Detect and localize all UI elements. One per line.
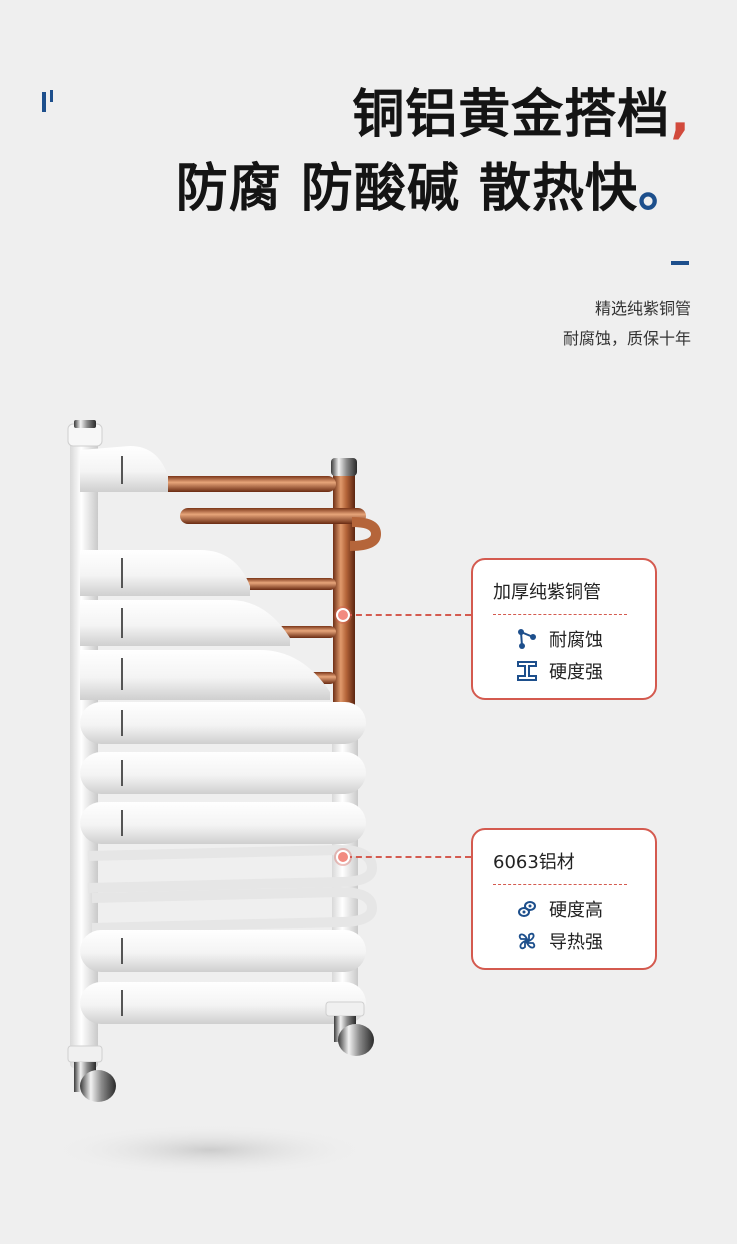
molecule-icon	[518, 629, 536, 649]
i-beam-icon	[517, 661, 537, 681]
callout-connector-aluminum	[346, 856, 471, 858]
accent-dash	[671, 261, 689, 265]
feature-label: 耐腐蚀	[549, 630, 603, 651]
feature-label: 硬度强	[549, 662, 603, 683]
towel-radiator-image	[50, 420, 382, 1176]
logo-bar-right	[50, 90, 53, 102]
headline: 铜铝黄金搭档, 防腐 防酸碱 散热快。	[176, 82, 691, 222]
headline-period: 。	[637, 159, 691, 219]
headline-line-1: 铜铝黄金搭档,	[352, 85, 691, 145]
callout-connector-copper	[346, 614, 471, 616]
subtext: 精选纯紫铜管 耐腐蚀，质保十年	[563, 294, 691, 354]
callout-divider	[493, 884, 627, 885]
callout-feature: 硬度强	[515, 658, 603, 684]
logo-marks	[42, 90, 62, 114]
feature-label: 导热强	[549, 932, 603, 953]
callout-divider	[493, 614, 627, 615]
callout-feature: 导热强	[515, 928, 603, 954]
callout-copper-tube: 加厚纯紫铜管 耐腐蚀 硬度强	[471, 558, 657, 700]
callout-anchor-aluminum	[336, 850, 350, 864]
pipes-icon	[518, 901, 536, 917]
logo-bar-left	[42, 92, 46, 112]
headline-line-2: 防腐 防酸碱 散热快。	[175, 159, 691, 219]
callout-title: 6063铝材	[493, 852, 575, 873]
subtext-line-1: 精选纯紫铜管	[594, 299, 691, 318]
subtext-line-2: 耐腐蚀，质保十年	[562, 329, 691, 348]
callout-feature: 硬度高	[515, 896, 603, 922]
callout-title: 加厚纯紫铜管	[493, 582, 601, 603]
callout-feature: 耐腐蚀	[515, 626, 603, 652]
feature-label: 硬度高	[549, 900, 603, 921]
callout-anchor-copper	[336, 608, 350, 622]
headline-comma: ,	[670, 85, 691, 145]
callout-aluminum: 6063铝材 硬度高 导热强	[471, 828, 657, 970]
fan-icon	[518, 932, 536, 950]
